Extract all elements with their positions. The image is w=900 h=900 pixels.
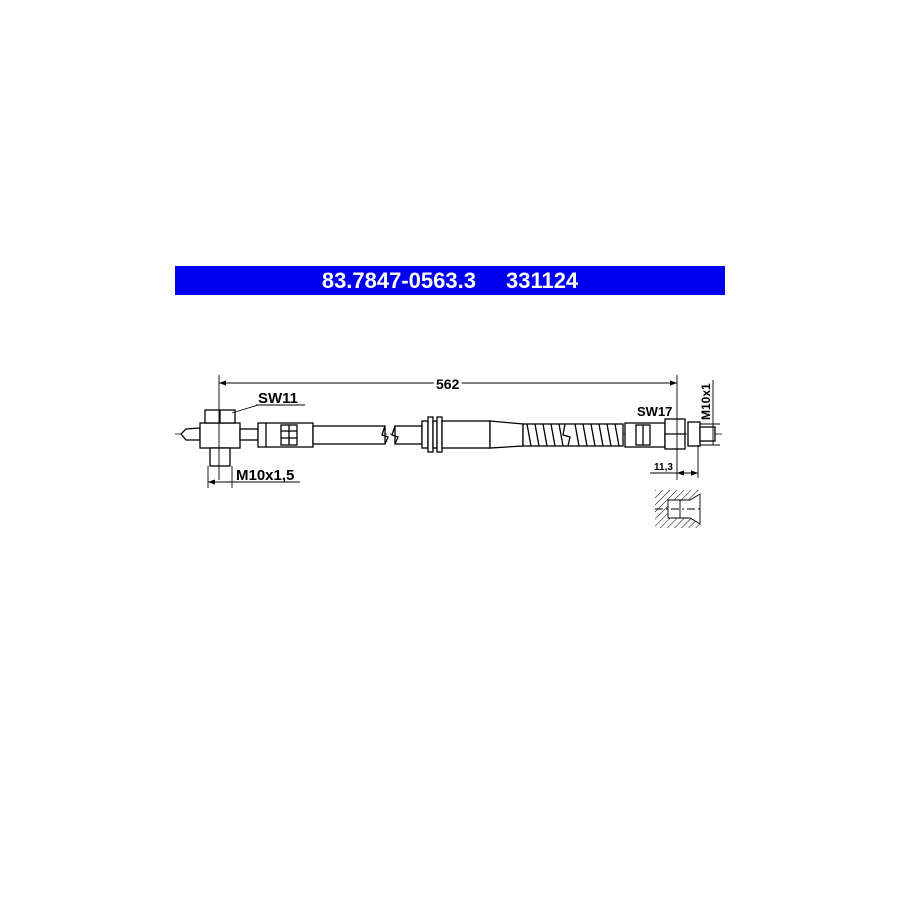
left-thread: M10x1,5 bbox=[236, 467, 294, 484]
length-label: 562 bbox=[436, 376, 460, 392]
alt-part-number: 331124 bbox=[505, 267, 579, 293]
part-number-banner: 83.7847-0563.3 331124 bbox=[175, 266, 725, 295]
right-crimp-sleeve bbox=[624, 422, 666, 448]
right-thread: M10x1 bbox=[699, 383, 713, 420]
hose bbox=[312, 425, 423, 445]
left-wrench-size: SW11 bbox=[258, 390, 298, 407]
right-thread-length: 11,3 bbox=[654, 462, 673, 473]
left-banjo-fitting bbox=[180, 409, 259, 467]
spring-guard bbox=[522, 423, 624, 447]
middle-bracket-fitting bbox=[421, 416, 524, 453]
thread-section-view bbox=[655, 490, 702, 528]
right-wrench-size: SW17 bbox=[637, 404, 672, 419]
left-crimp-sleeve bbox=[257, 422, 314, 448]
part-number: 83.7847-0563.3 bbox=[321, 267, 476, 293]
right-fitting bbox=[664, 418, 716, 450]
